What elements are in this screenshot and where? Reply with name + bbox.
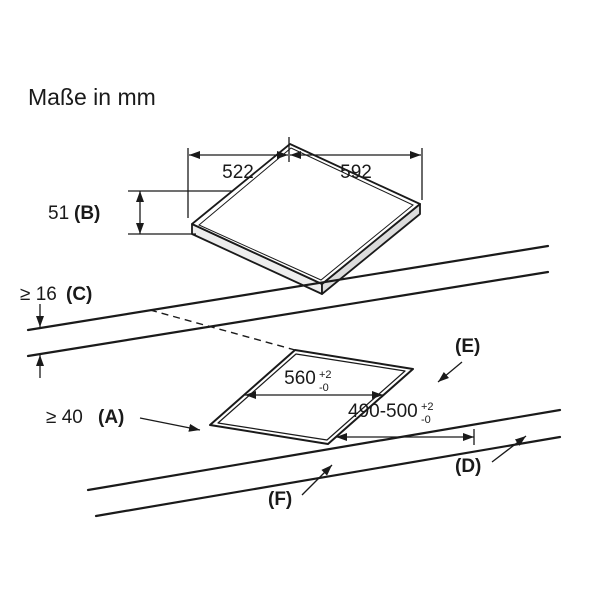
dim-cutout-depth-tol-plus: +2 bbox=[421, 401, 434, 413]
page-title: Maße in mm bbox=[28, 84, 156, 110]
label-d: (D) bbox=[455, 435, 527, 477]
dim-cutout-depth-490-500: 490-500 +2 -0 bbox=[336, 401, 475, 445]
dim-cutout-width-value: 560 bbox=[284, 368, 316, 389]
worktop-rear-edge bbox=[26, 244, 550, 358]
leader-arrow bbox=[491, 435, 527, 463]
label-e-text: (E) bbox=[455, 336, 480, 357]
label-f-text: (F) bbox=[268, 489, 292, 510]
dim-height-value: 51 bbox=[48, 203, 69, 224]
dim-side-value: ≥ 40 bbox=[46, 407, 83, 428]
worktop-front-edge bbox=[86, 408, 562, 518]
dim-width-value: 592 bbox=[340, 162, 372, 183]
dim-cutout-width-560: 560 +2 -0 bbox=[245, 368, 383, 399]
dim-side-ref: (A) bbox=[98, 407, 124, 428]
projection-dashed-line bbox=[149, 309, 296, 351]
cooktop-frame-line bbox=[198, 147, 414, 281]
cutout-outline bbox=[209, 349, 414, 445]
dim-thickness-16-c: ≥ 16 (C) bbox=[20, 284, 92, 378]
cooktop bbox=[191, 143, 421, 295]
leader-arrow bbox=[139, 417, 201, 432]
dim-depth-522: 522 bbox=[187, 137, 290, 218]
leader-arrow bbox=[437, 361, 463, 383]
dim-thickness-ref: (C) bbox=[66, 284, 92, 305]
label-d-text: (D) bbox=[455, 456, 481, 477]
worktop-front-top-line bbox=[86, 408, 562, 492]
dim-cutout-depth-tol-minus: -0 bbox=[421, 414, 431, 426]
label-e: (E) bbox=[437, 336, 480, 383]
dim-width-592: 592 bbox=[290, 148, 423, 200]
dim-thickness-value: ≥ 16 bbox=[20, 284, 57, 305]
worktop-rear-top-line bbox=[26, 244, 550, 332]
cooktop-glass-surface bbox=[191, 143, 421, 285]
dim-side-40-a: ≥ 40 (A) bbox=[46, 407, 201, 432]
dim-depth-value: 522 bbox=[222, 162, 254, 183]
dim-cutout-depth-value: 490-500 bbox=[348, 401, 418, 422]
dim-height-51-b: 51 (B) bbox=[48, 190, 232, 235]
dim-cutout-width-tol-minus: -0 bbox=[319, 382, 329, 394]
worktop-cutout bbox=[209, 349, 414, 445]
dim-cutout-width-tol-plus: +2 bbox=[319, 369, 332, 381]
label-f: (F) bbox=[268, 464, 333, 510]
cutout-inner-line bbox=[217, 353, 406, 441]
worktop-rear-bottom-line bbox=[26, 270, 550, 358]
worktop-front-bottom-line bbox=[94, 435, 562, 518]
dim-height-ref: (B) bbox=[74, 203, 100, 224]
leader-arrow bbox=[301, 464, 333, 496]
